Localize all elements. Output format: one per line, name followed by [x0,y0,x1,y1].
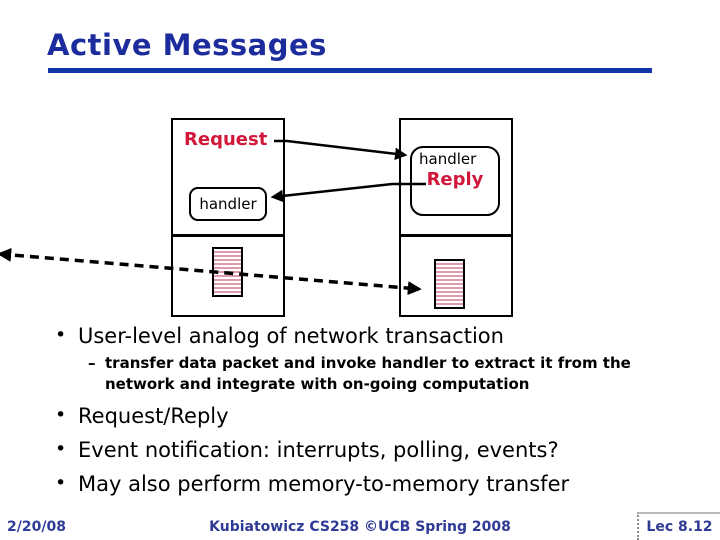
bullet-text: User-level analog of network transaction [78,324,504,348]
bullet-memory-transfer: • May also perform memory-to-memory tran… [55,472,569,496]
source-node-divider [173,234,283,237]
bullet-dot: • [55,324,67,346]
subbullet-transfer: – transfer data packet and invoke handle… [88,353,688,395]
footer-date: 2/20/08 [7,519,66,535]
page-title: Active Messages [47,28,327,62]
destination-handler-box: handler Reply [410,146,500,216]
reply-label: Reply [426,169,484,190]
destination-node-divider [401,234,511,237]
lecture-number: Lec 8.12 [646,519,713,535]
bullet-event-notification: • Event notification: interrupts, pollin… [55,438,559,462]
bullet-text: Event notification: interrupts, polling,… [78,438,559,462]
footer-credit: Kubiatowicz CS258 ©UCB Spring 2008 [209,519,511,535]
subbullet-dash: – [88,354,96,372]
bullet-text: May also perform memory-to-memory transf… [78,472,570,496]
bullet-user-level: • User-level analog of network transacti… [55,324,504,348]
source-memory-block [212,247,243,297]
subbullet-text: transfer data packet and invoke handler … [105,354,631,393]
source-handler-box: handler [189,187,267,221]
request-label: Request [184,129,268,150]
bullet-dot: • [55,472,67,494]
title-underline [48,68,652,73]
source-handler-label: handler [199,195,257,213]
destination-memory-block [434,259,465,309]
destination-handler-label: handler [419,150,477,168]
bullet-request-reply: • Request/Reply [55,404,229,428]
bullet-text: Request/Reply [78,404,229,428]
lecture-number-box: Lec 8.12 [637,512,720,540]
request-arrow [274,139,408,161]
bullet-dot: • [55,438,67,460]
bullet-dot: • [55,404,67,426]
